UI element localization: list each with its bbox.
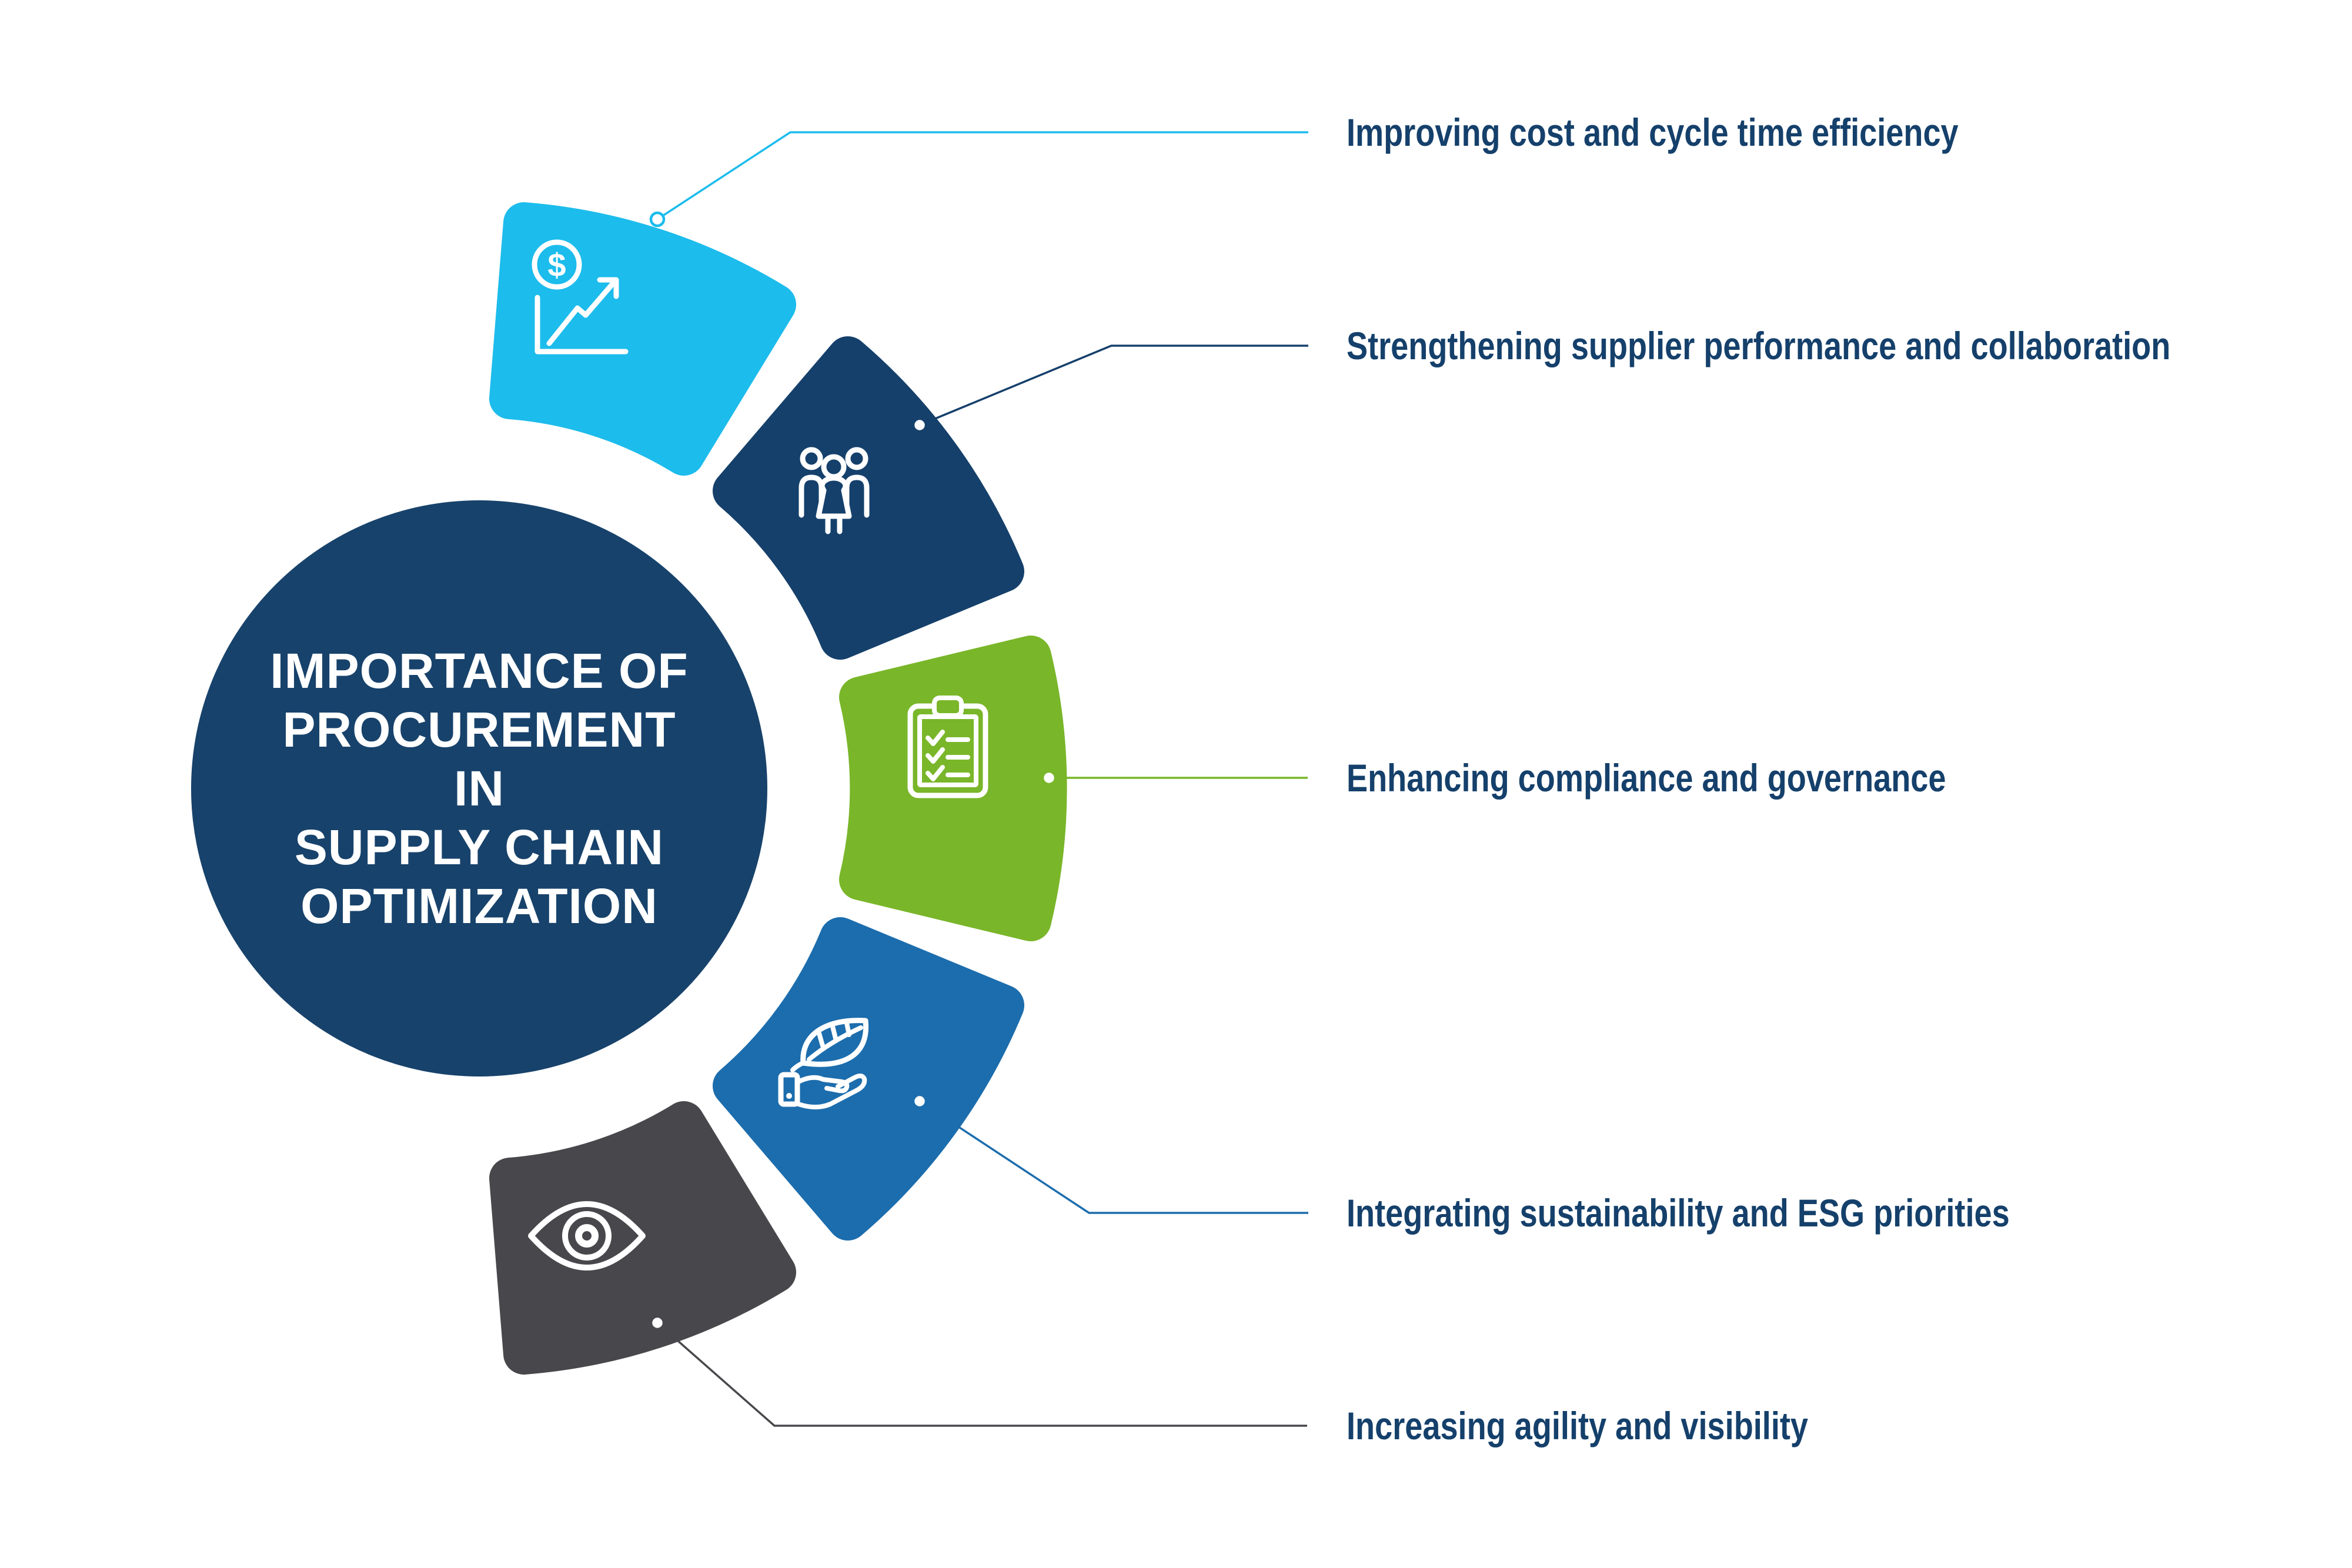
label-sustainability: Integrating sustainability and ESG prior… <box>1347 1191 2010 1235</box>
segment-compliance <box>839 636 1067 941</box>
connector-markers <box>649 211 1057 1331</box>
team-icon <box>799 447 870 534</box>
leaf-body <box>800 1018 869 1067</box>
center-circle <box>191 500 767 1076</box>
marker-cost-efficiency <box>649 211 666 228</box>
person-center-body <box>816 475 852 519</box>
connector-supplier-performance <box>919 345 1308 426</box>
eye-iris <box>562 1211 612 1261</box>
check-row-2-check <box>926 747 945 764</box>
center-title-line-1: IMPORTANCE OF <box>270 643 689 698</box>
marker-supplier-performance <box>911 417 928 433</box>
chart-growth-line <box>546 278 618 346</box>
eye-pupil <box>575 1224 599 1248</box>
label-compliance: Enhancing compliance and governance <box>1347 756 1946 800</box>
checklist-icon <box>907 696 988 798</box>
connector-cost-efficiency <box>657 131 1308 220</box>
check-row-3-check <box>926 765 945 781</box>
label-supplier-performance: Strengthening supplier performance and c… <box>1347 324 2171 367</box>
marker-sustainability <box>911 1093 928 1109</box>
leaf-stem <box>790 1061 806 1072</box>
dollar-glyph: $ <box>547 246 566 283</box>
chart-axes <box>534 295 629 355</box>
center-title-line-4: OPTIMIZATION <box>300 878 658 934</box>
segment-sustainability <box>713 917 1024 1241</box>
center-title-line-2: PROCUREMENT IN <box>282 702 676 816</box>
marker-compliance <box>1041 770 1057 786</box>
center-title-line-3: SUPPLY CHAIN <box>294 820 664 875</box>
chart-arrow-head <box>597 277 619 299</box>
connector-sustainability <box>919 1100 1308 1214</box>
dollar-coin-circle <box>532 239 582 290</box>
check-row-1-check <box>926 730 945 746</box>
label-cost-efficiency: Improving cost and cycle time efficiency <box>1347 111 1959 154</box>
person-center-head <box>821 454 847 480</box>
clipboard-clip <box>932 696 964 718</box>
hand-palm-thumb <box>796 1074 867 1109</box>
eye-outline <box>528 1201 646 1271</box>
hand-cuff <box>778 1072 800 1107</box>
leaf-hand-icon <box>778 1018 869 1109</box>
connector-lines <box>656 131 1308 1427</box>
hand-cuff-dot <box>786 1093 792 1099</box>
person-right-head <box>845 447 868 470</box>
leaf-veins <box>816 1021 851 1050</box>
segment-cost-efficiency <box>489 202 796 476</box>
label-agility: Increasing agility and visibility <box>1347 1404 1808 1447</box>
person-left-head <box>800 447 823 470</box>
dollar-growth-icon: $ <box>532 239 629 355</box>
person-center-legs <box>825 513 843 534</box>
eye-icon <box>528 1201 646 1271</box>
marker-agility <box>649 1315 666 1331</box>
leaf-midrib <box>807 1025 863 1062</box>
connector-agility <box>656 1322 1307 1427</box>
center-title: IMPORTANCE OF PROCUREMENT IN SUPPLY CHAI… <box>256 636 703 941</box>
